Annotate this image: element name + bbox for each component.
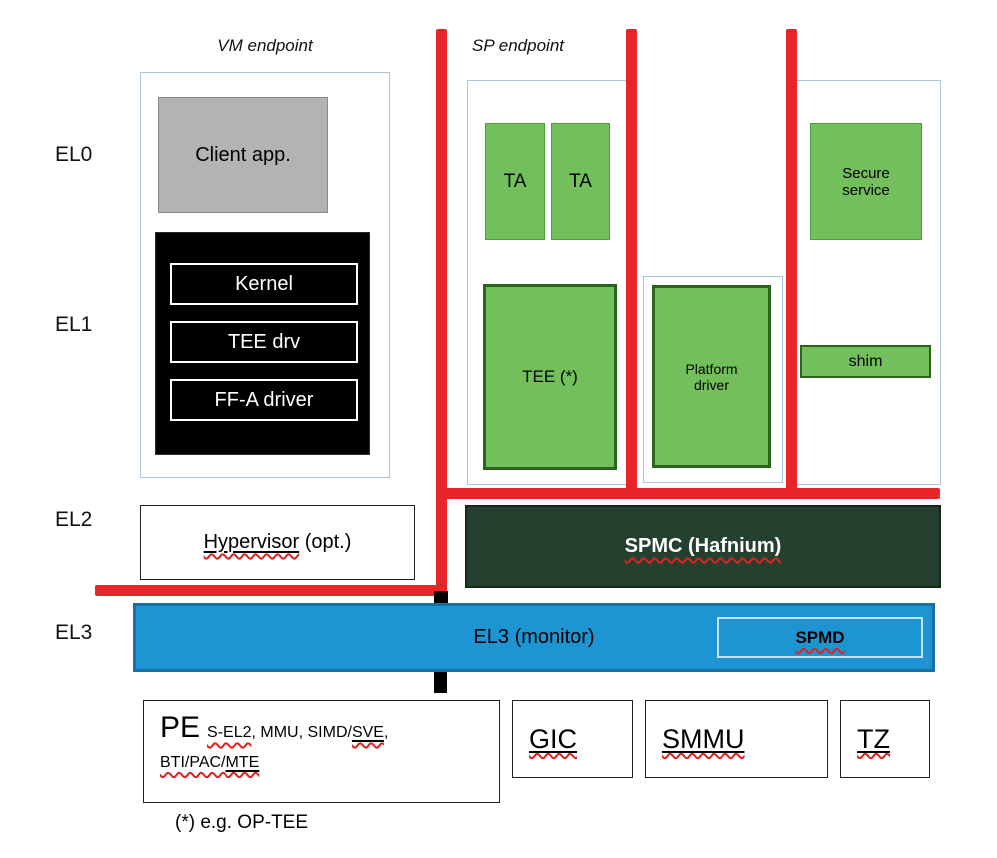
shim-box: shim	[800, 345, 931, 378]
ta-label-2: TA	[569, 170, 592, 192]
shim-label: shim	[848, 352, 883, 370]
el3-monitor-label: EL3 (monitor)	[473, 626, 595, 648]
red-divider-vertical-1	[436, 29, 447, 597]
connector-square-bottom	[434, 672, 447, 693]
sp-endpoint-title: SP endpoint	[472, 36, 564, 55]
spmd-label: SPMD	[795, 627, 845, 647]
footnote: (*) e.g. OP-TEE	[175, 812, 309, 833]
hypervisor-word: Hypervisor	[203, 531, 300, 553]
gic-box: GIC	[512, 700, 633, 778]
pe-feature-mid: , MMU, SIMD/	[251, 724, 352, 741]
spmc-label: SPMC (Hafnium)	[624, 535, 782, 557]
ffa-driver-label: FF-A driver	[214, 388, 314, 411]
tee-label: TEE (*)	[522, 367, 578, 386]
pe-feature-btipac: BTI/PAC/	[160, 753, 226, 771]
red-divider-horizontal-left	[95, 585, 441, 596]
el0-label: EL0	[55, 143, 93, 166]
ta-box-2: TA	[551, 123, 610, 240]
platform-driver-label: Platform driver	[685, 360, 738, 393]
el1-label: EL1	[55, 313, 93, 336]
vm-endpoint-title: VM endpoint	[217, 36, 313, 55]
pe-feature-sve: SVE	[351, 724, 384, 741]
secure-service-label: Secure service	[842, 164, 890, 199]
tz-label: TZ	[857, 723, 890, 754]
el2-label: EL2	[55, 508, 93, 531]
pe-box: PE S-EL2, MMU, SIMD/SVE, BTI/PAC/MTE	[143, 700, 500, 803]
ta-label-1: TA	[503, 170, 527, 192]
red-divider-vertical-2	[626, 29, 637, 494]
smmu-box: SMMU	[645, 700, 828, 778]
tee-box: TEE (*)	[483, 284, 617, 470]
red-divider-vertical-3	[786, 29, 797, 494]
pe-features: S-EL2, MMU, SIMD/SVE, BTI/PAC/MTE	[160, 724, 388, 771]
hypervisor-box: Hypervisor (opt.)	[140, 505, 415, 580]
el3-label: EL3	[55, 621, 93, 644]
ffa-driver-box: FF-A driver	[170, 379, 358, 421]
tz-box: TZ	[840, 700, 930, 778]
pe-feature-mte: MTE	[225, 753, 260, 771]
kernel-stack: Kernel TEE drv FF-A driver	[155, 232, 370, 455]
smmu-label: SMMU	[662, 723, 745, 754]
gic-label: GIC	[529, 723, 578, 754]
client-app-label: Client app.	[195, 143, 291, 166]
pe-feature-sel2: S-EL2	[207, 724, 252, 741]
kernel-box: Kernel	[170, 263, 358, 305]
secure-service-box: Secure service	[810, 123, 922, 240]
hypervisor-label: Hypervisor (opt.)	[204, 531, 352, 554]
red-divider-horizontal-right	[441, 488, 940, 499]
ta-box-1: TA	[485, 123, 545, 240]
platform-driver-box: Platform driver	[652, 285, 771, 468]
spmd-box: SPMD	[717, 617, 923, 658]
pe-feature-comma: ,	[383, 724, 389, 741]
spmc-box: SPMC (Hafnium)	[465, 505, 941, 588]
connector-square-top	[434, 591, 448, 604]
tee-drv-box: TEE drv	[170, 321, 358, 363]
el3-monitor-bar: EL3 (monitor) SPMD	[133, 603, 935, 672]
tee-drv-label: TEE drv	[227, 330, 301, 353]
pe-label: PE	[160, 711, 201, 744]
hypervisor-suffix: (opt.)	[299, 531, 352, 553]
client-app-box: Client app.	[158, 97, 328, 213]
kernel-label: Kernel	[235, 272, 293, 295]
